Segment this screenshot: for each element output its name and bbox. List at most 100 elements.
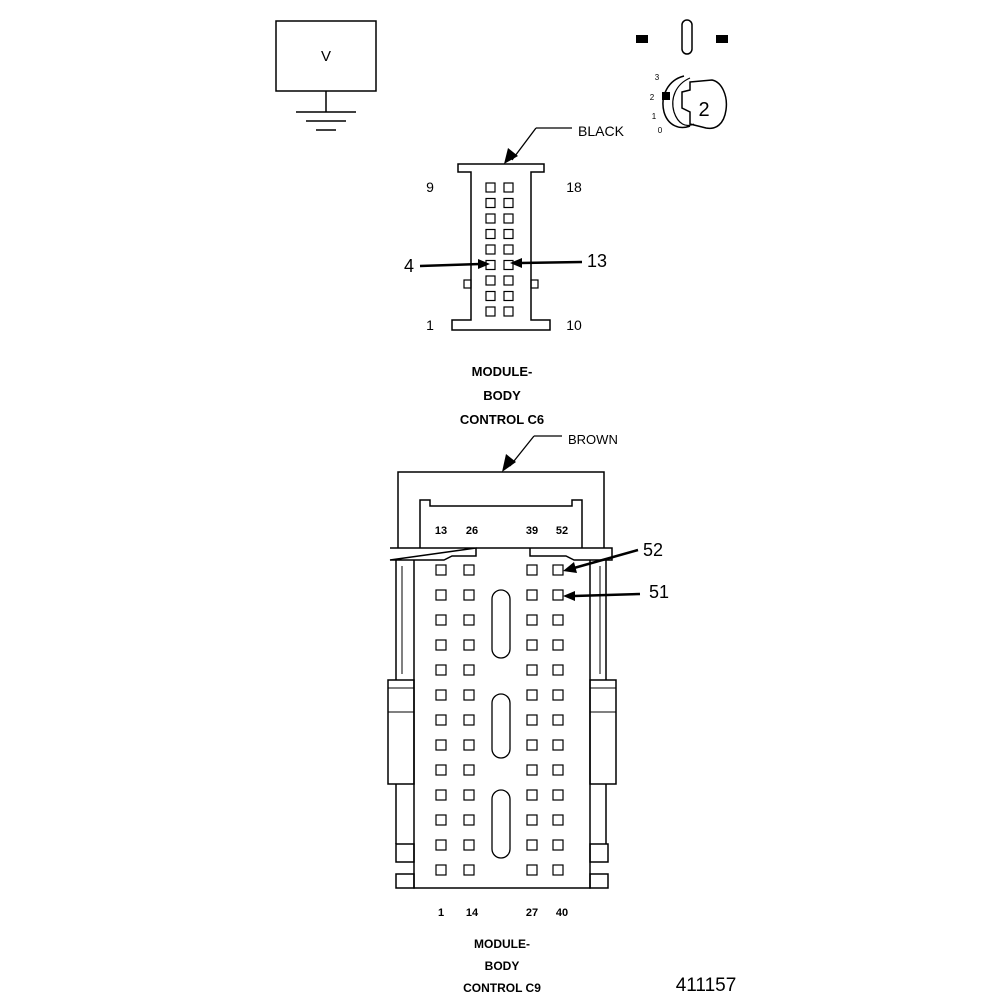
- cavity: [435, 714, 447, 726]
- c6-callout-left: 4: [404, 256, 414, 276]
- c9-bottom-label-1: 1: [438, 907, 444, 919]
- c9-callout-upper-arrow: [563, 562, 577, 573]
- c9-keyway-slot: [491, 589, 511, 659]
- c9-color-label: BROWN: [568, 432, 618, 447]
- cavity: [463, 639, 475, 651]
- c9-top-label-13: 13: [435, 525, 447, 537]
- cavity: [503, 275, 514, 286]
- cavity: [552, 789, 564, 801]
- cavity: [552, 689, 564, 701]
- c6-color-arrow: [504, 148, 518, 164]
- c6-callout-right-arrow: [510, 258, 522, 268]
- c6-label-top-left: 9: [426, 179, 434, 195]
- cavity: [435, 589, 447, 601]
- cavity: [552, 864, 564, 876]
- c9-callout-upper: 52: [643, 540, 663, 560]
- cavity: [526, 614, 538, 626]
- cavity: [435, 664, 447, 676]
- cavity: [463, 764, 475, 776]
- cavity: [552, 589, 564, 601]
- cavity: [485, 228, 496, 240]
- cavity: [435, 789, 447, 801]
- cavity: [435, 639, 447, 651]
- cavity: [463, 814, 475, 826]
- cavity: [526, 639, 538, 651]
- cavity: [435, 839, 447, 851]
- c6-color-label: BLACK: [578, 123, 625, 139]
- cavity: [526, 714, 538, 726]
- cavity: [463, 564, 475, 576]
- c9-keyway-slot: [491, 693, 511, 759]
- cavity: [463, 664, 475, 676]
- figure-id: 411157: [676, 975, 737, 996]
- cavity: [552, 639, 564, 651]
- key-position-3: 3: [655, 73, 660, 82]
- cavity: [552, 664, 564, 676]
- cavity: [552, 739, 564, 751]
- cavity: [463, 839, 475, 851]
- cavity: [526, 664, 538, 676]
- connector-c6: BLACK 9 18 1 10 4 13 MODULE- BODY CONTRO…: [404, 123, 625, 427]
- c9-top-label-39: 39: [526, 525, 538, 537]
- cavity: [463, 614, 475, 626]
- key-position-1: 1: [652, 112, 657, 121]
- cavity: [485, 244, 496, 255]
- cavity: [503, 213, 514, 224]
- key-position-2: 2: [650, 93, 655, 102]
- cavity: [463, 864, 475, 876]
- cavity: [503, 197, 514, 209]
- cavity: [485, 275, 496, 286]
- cavity: [435, 864, 447, 876]
- c6-callout-left-arrow: [478, 259, 490, 269]
- cavity: [503, 228, 514, 240]
- cavity: [503, 244, 514, 255]
- cavity: [552, 839, 564, 851]
- c9-keyway-slot: [491, 789, 511, 859]
- c6-cavity-grid: [485, 182, 514, 317]
- terminal-probe-icon: [636, 19, 728, 55]
- cavity: [485, 290, 496, 302]
- key-position-icon: 3 2 1 0 2: [650, 73, 728, 135]
- cavity: [485, 213, 496, 224]
- cavity: [435, 739, 447, 751]
- cavity: [435, 564, 447, 576]
- cavity: [552, 814, 564, 826]
- cavity: [503, 306, 514, 317]
- c9-bottom-label-40: 40: [556, 907, 568, 919]
- c6-housing: [451, 163, 551, 331]
- cavity: [463, 739, 475, 751]
- cavity: [435, 814, 447, 826]
- cavity: [485, 197, 496, 209]
- cavity: [526, 739, 538, 751]
- cavity: [526, 864, 538, 876]
- cavity: [463, 789, 475, 801]
- cavity: [435, 614, 447, 626]
- c6-label-bottom-right: 10: [566, 317, 582, 333]
- c6-label-top-right: 18: [566, 179, 582, 195]
- c6-callout-right: 13: [587, 251, 607, 271]
- cavity: [552, 564, 564, 576]
- c9-top-label-52: 52: [556, 525, 568, 537]
- cavity: [526, 589, 538, 601]
- cavity: [463, 689, 475, 701]
- cavity: [552, 714, 564, 726]
- cavity: [526, 689, 538, 701]
- cavity: [503, 182, 514, 193]
- cavity: [485, 306, 496, 317]
- c9-bottom-label-27: 27: [526, 907, 538, 919]
- cavity: [526, 564, 538, 576]
- c6-label-bottom-left: 1: [426, 317, 434, 333]
- c9-callout-lower-arrow: [563, 591, 575, 601]
- c9-bottom-label-14: 14: [466, 907, 479, 919]
- cavity: [503, 259, 514, 271]
- cavity: [435, 764, 447, 776]
- cavity: [526, 839, 538, 851]
- c6-title-line-2: BODY: [483, 388, 521, 403]
- c9-top-label-26: 26: [466, 525, 478, 537]
- c9-callout-lower: 51: [649, 582, 669, 602]
- key-selected-position: 2: [698, 99, 709, 121]
- cavity: [503, 290, 514, 302]
- cavity: [526, 814, 538, 826]
- key-position-0: 0: [658, 126, 663, 135]
